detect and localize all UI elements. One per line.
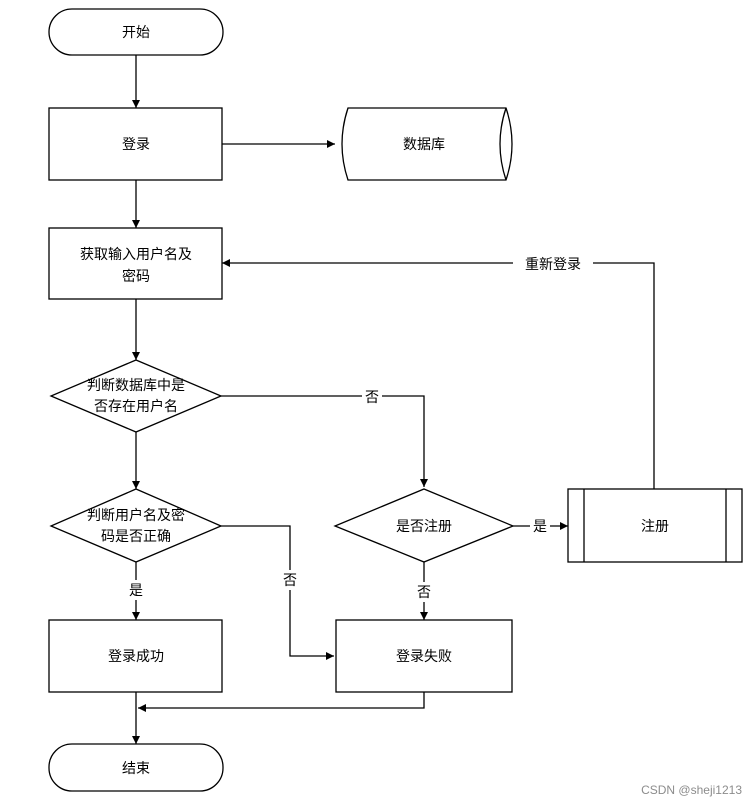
input-label-line2: 密码	[122, 268, 150, 285]
end-node: 结束	[48, 743, 224, 792]
login-label: 登录	[122, 137, 150, 153]
check-user-label-line1: 判断数据库中是	[87, 378, 185, 394]
yes-register-label: 是	[533, 519, 547, 535]
password-yes-label: 是	[129, 583, 143, 599]
login-success-label: 登录成功	[108, 649, 164, 665]
database-label: 数据库	[403, 137, 445, 153]
edge-labels: 重新登录 否 是 否 是 否	[126, 254, 593, 602]
no-user-label: 否	[365, 390, 379, 406]
edges	[132, 55, 655, 744]
end-label: 结束	[122, 761, 150, 777]
is-registered-node: 是否注册	[333, 488, 515, 563]
login-node: 登录	[48, 107, 223, 181]
watermark: CSDN @sheji1213	[641, 783, 742, 797]
login-success-node: 登录成功	[48, 619, 223, 693]
login-failure-label: 登录失败	[396, 649, 452, 665]
check-user-node: 判断数据库中是 否存在用户名	[49, 359, 223, 433]
input-label-line1: 获取输入用户名及	[80, 246, 192, 263]
check-password-label-line2: 码是否正确	[101, 529, 171, 545]
password-no-label: 否	[283, 573, 297, 589]
check-password-node: 判断用户名及密 码是否正确	[49, 488, 223, 563]
edge-check-user-no-to-is-registered	[221, 395, 428, 487]
register-node: 注册	[567, 488, 743, 563]
database-node: 数据库	[341, 107, 513, 181]
edge-failure-to-merge	[138, 692, 425, 712]
edge-register-relogin-to-input	[222, 259, 655, 489]
is-registered-label: 是否注册	[396, 519, 452, 535]
no-register-label: 否	[417, 585, 431, 601]
check-password-label-line1: 判断用户名及密	[87, 507, 185, 524]
relogin-label: 重新登录	[525, 257, 581, 273]
register-label: 注册	[641, 519, 669, 535]
input-node: 获取输入用户名及 密码	[48, 227, 223, 300]
login-failure-node: 登录失败	[335, 619, 513, 693]
start-node: 开始	[48, 8, 224, 56]
edge-check-password-no-to-failure	[221, 525, 334, 660]
start-label: 开始	[122, 25, 150, 41]
check-user-label-line2: 否存在用户名	[94, 398, 178, 415]
